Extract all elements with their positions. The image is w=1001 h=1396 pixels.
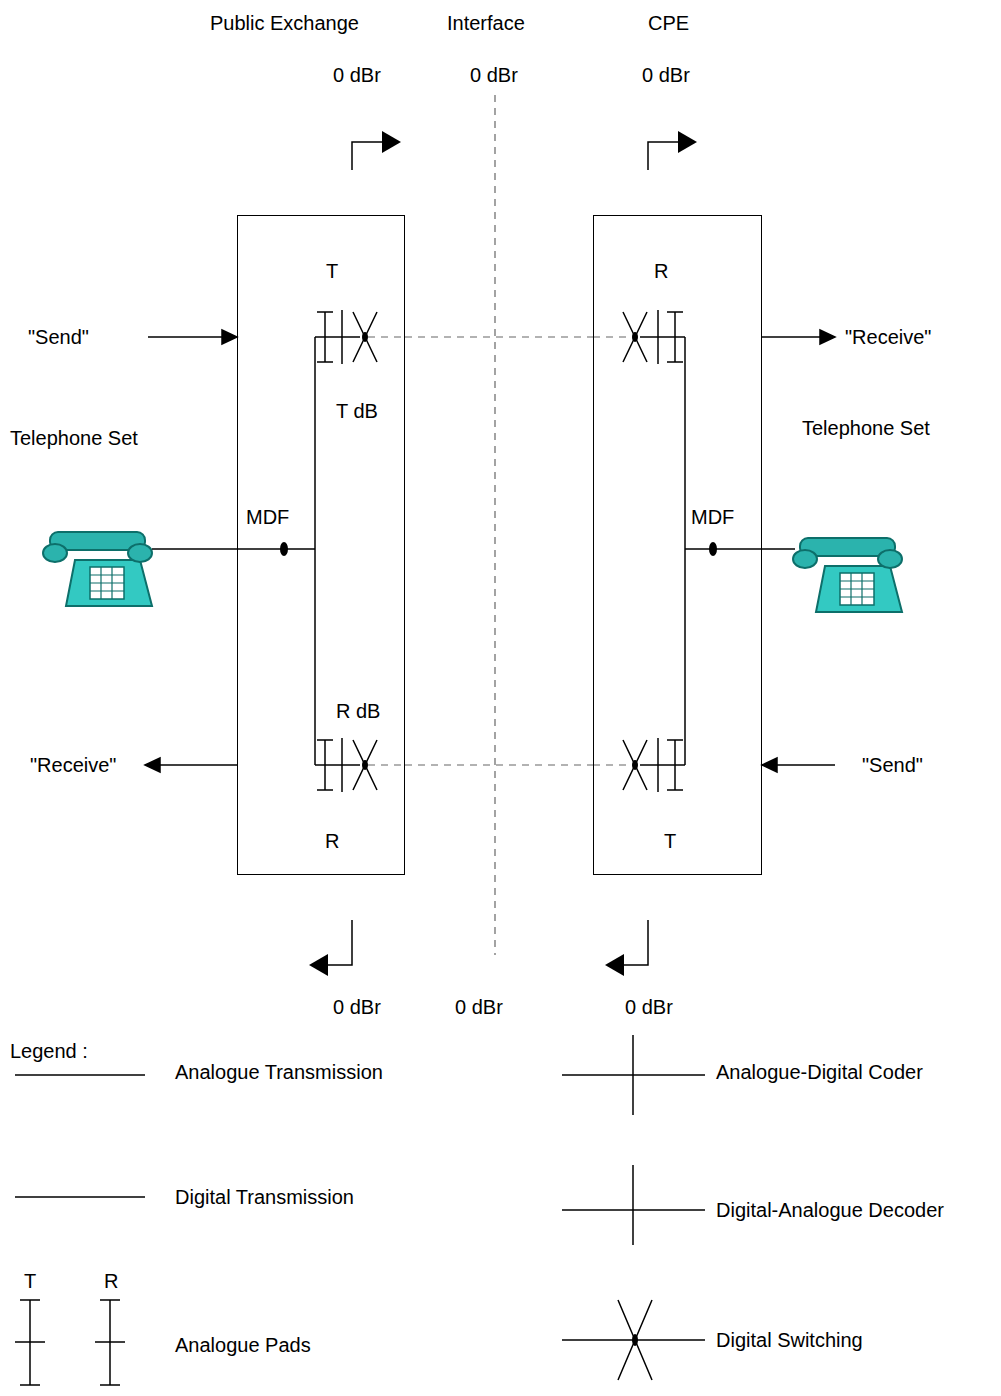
annotation-label: Legend : — [10, 1040, 88, 1063]
box-label: R — [325, 830, 339, 853]
annotation-label: CPE — [648, 12, 689, 35]
arrow-heads — [309, 131, 697, 976]
annotation-label: "Send" — [28, 326, 89, 349]
annotation-label: 0 dBr — [625, 996, 673, 1019]
interface-line — [495, 95, 496, 955]
switch-dot — [362, 332, 638, 770]
annotation-label: 0 dBr — [470, 64, 518, 87]
annotation-label: "Receive" — [845, 326, 931, 349]
pad-coder-switch — [315, 310, 685, 792]
cpe-box: R MDF T — [593, 215, 762, 875]
exchange-box: T T dB MDF R dB R — [237, 215, 405, 875]
annotation-label: 0 dBr — [642, 64, 690, 87]
box-label: R — [654, 260, 668, 283]
legend-samples — [15, 1035, 705, 1385]
annotation-label: 0 dBr — [455, 996, 503, 1019]
annotation-label: Telephone Set — [802, 417, 930, 440]
legend-label: Analogue Transmission — [175, 1061, 383, 1084]
annotation-label: Interface — [447, 12, 525, 35]
legend-label: Digital Switching — [716, 1329, 863, 1352]
annotation-label: 0 dBr — [333, 996, 381, 1019]
mdf-dot — [280, 542, 717, 556]
box-label: R dB — [336, 700, 380, 723]
legend-label: Digital Transmission — [175, 1186, 354, 1209]
legend-label: Analogue Pads — [175, 1334, 311, 1357]
legend-label: Analogue-Digital Coder — [716, 1061, 923, 1084]
annotation-label: "Receive" — [30, 754, 116, 777]
telephone-set — [43, 532, 902, 612]
legend-switch-dot — [632, 1334, 638, 1346]
digital-link — [405, 336, 593, 337]
annotation-label: "Send" — [862, 754, 923, 777]
box-label: T — [664, 830, 676, 853]
annotation-label: R — [104, 1270, 118, 1293]
box-label: MDF — [691, 506, 734, 529]
annotation-label: 0 dBr — [333, 64, 381, 87]
box-label: MDF — [246, 506, 289, 529]
annotation-label: T — [24, 1270, 36, 1293]
annotation-label: Public Exchange — [210, 12, 359, 35]
box-label: T — [326, 260, 338, 283]
signal-arrows — [145, 330, 835, 772]
analogue-wiring — [152, 337, 795, 765]
level-arrows — [326, 142, 680, 965]
box-label: T dB — [336, 400, 378, 423]
legend-label: Digital-Analogue Decoder — [716, 1199, 944, 1222]
digital-link — [405, 764, 593, 765]
annotation-label: Telephone Set — [10, 427, 138, 450]
